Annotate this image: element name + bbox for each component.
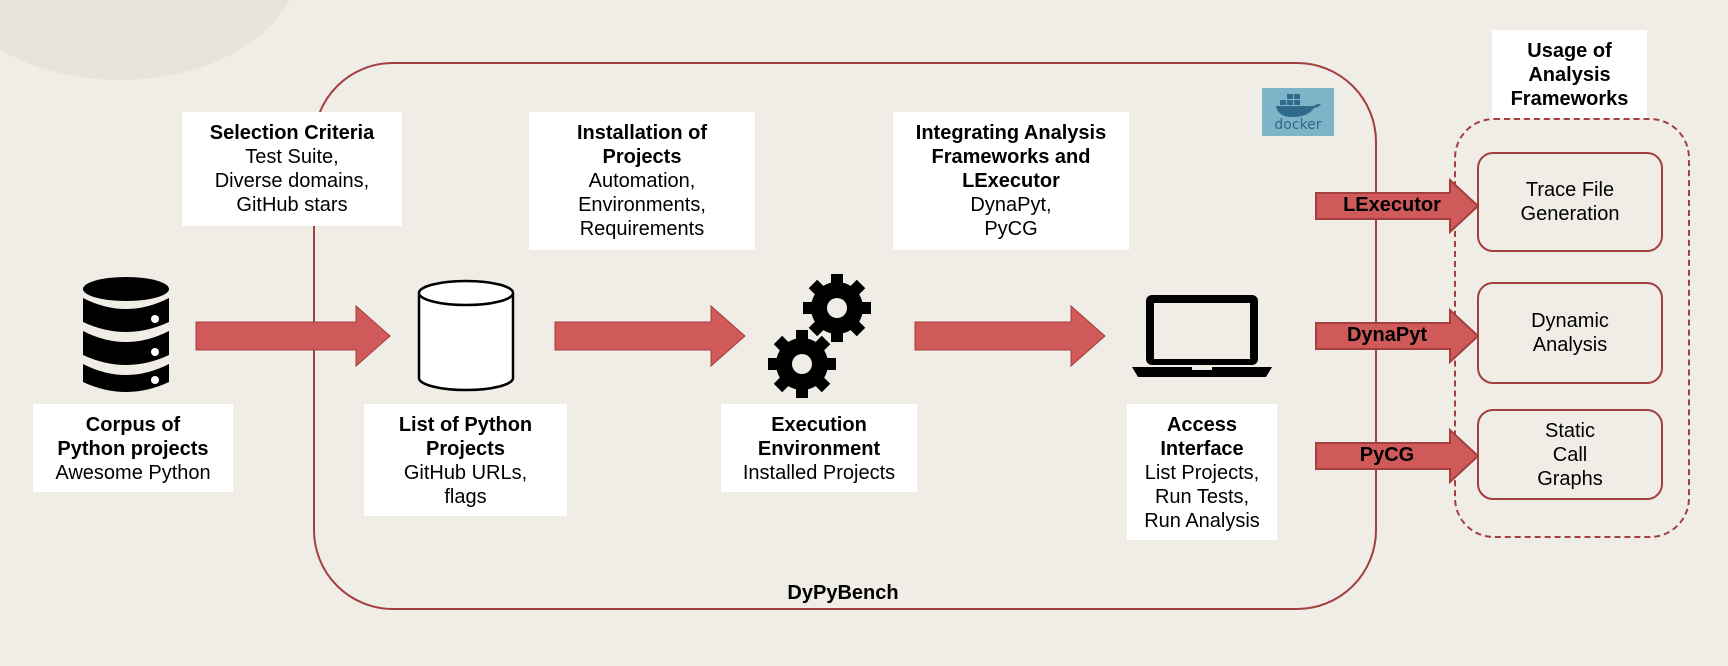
list-desc: GitHub URLs, flags — [403, 462, 528, 508]
arrow-lexecutor — [1315, 177, 1480, 235]
corpus-desc: Awesome Python — [55, 462, 211, 484]
selection-criteria-card: Selection Criteria Test Suite, Diverse d… — [182, 112, 402, 226]
execution-card: Execution Environment Installed Projects — [721, 404, 917, 492]
installation-title: Installation of Projects — [577, 122, 707, 168]
docker-icon: docker — [1262, 88, 1334, 136]
selection-criteria-desc: Test Suite, Diverse domains, GitHub star… — [214, 146, 370, 216]
execution-desc: Installed Projects — [742, 462, 896, 484]
selection-criteria-title: Selection Criteria — [209, 122, 375, 144]
arrow-execution-to-access — [914, 304, 1106, 368]
usage-title: Usage of Analysis Frameworks — [1492, 30, 1647, 118]
integrating-title: Integrating Analysis Frameworks and LExe… — [915, 122, 1107, 192]
corner-decoration — [0, 0, 300, 80]
installation-card: Installation of Projects Automation, Env… — [529, 112, 755, 250]
usage-box-dynamic-analysis: Dynamic Analysis — [1477, 282, 1663, 384]
docker-label: docker — [1274, 117, 1322, 133]
installation-desc: Automation, Environments, Requirements — [578, 170, 706, 240]
framework-label-dynapyt: DynaPyt — [1346, 324, 1428, 346]
arrow-corpus-to-list — [195, 304, 391, 368]
usage-box-trace-file-generation: Trace File Generation — [1477, 152, 1663, 252]
arrow-pycg — [1315, 427, 1480, 485]
integrating-desc: DynaPyt, PyCG — [970, 194, 1052, 240]
usage-box-static-call-graphs: Static Call Graphs — [1477, 409, 1663, 500]
arrow-dynapyt — [1315, 307, 1480, 365]
gears-icon — [768, 274, 871, 398]
framework-label-lexecutor: LExecutor — [1343, 194, 1441, 216]
dypybench-label: DyPyBench — [787, 582, 899, 604]
access-title: Access Interface — [1160, 414, 1244, 460]
list-title: List of Python Projects — [398, 414, 533, 460]
corpus-title: Corpus of Python projects — [57, 414, 209, 460]
execution-title: Execution Environment — [757, 414, 881, 460]
integrating-card: Integrating Analysis Frameworks and LExe… — [893, 112, 1129, 250]
framework-label-pycg: PyCG — [1359, 444, 1415, 466]
access-card: Access Interface List Projects, Run Test… — [1127, 404, 1277, 540]
corpus-card: Corpus of Python projects Awesome Python — [33, 404, 233, 492]
laptop-icon — [1132, 295, 1272, 377]
arrow-list-to-execution — [554, 304, 746, 368]
list-card: List of Python Projects GitHub URLs, fla… — [364, 404, 567, 516]
database-icon — [83, 277, 169, 392]
cylinder-icon — [417, 279, 515, 392]
access-desc: List Projects, Run Tests, Run Analysis — [1144, 462, 1260, 532]
